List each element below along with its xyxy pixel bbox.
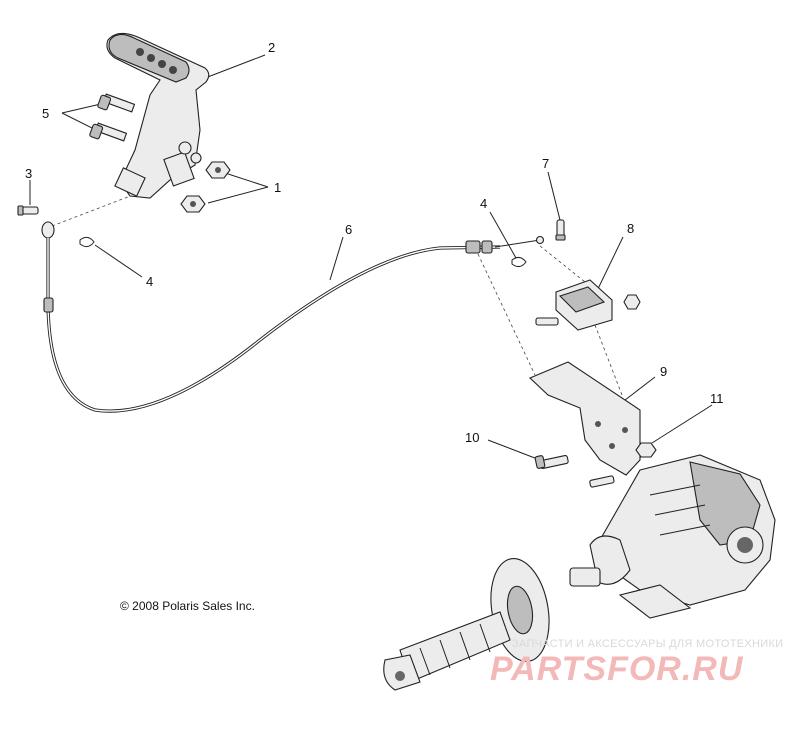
gearcase <box>569 454 776 619</box>
callout-5: 5 <box>42 106 49 121</box>
callout-4-left: 4 <box>146 274 153 289</box>
bolt-5-upper <box>97 93 136 113</box>
callout-labels: 1 2 3 4 4 5 6 7 8 9 10 11 <box>25 40 724 445</box>
brake-cable-6 <box>41 221 545 413</box>
bracket-9 <box>529 361 641 476</box>
alignment-lines <box>51 189 623 396</box>
leader-lines <box>29 54 713 461</box>
watermark-tagline: ЗАПЧАСТИ И АКСЕССУАРЫ ДЛЯ МОТОТЕХНИКИ <box>512 638 783 650</box>
drive-shaft <box>383 611 511 691</box>
watermark-brand: PARTSFOR.RU <box>490 650 744 688</box>
nut-11 <box>635 442 657 458</box>
callout-6: 6 <box>345 222 352 237</box>
clip-4-left <box>79 236 95 248</box>
callout-7: 7 <box>542 156 549 171</box>
grip-ridge-3 <box>158 60 166 68</box>
nut-1-lower <box>180 195 206 213</box>
clip-4-right <box>511 256 527 268</box>
callout-1: 1 <box>274 180 281 195</box>
bolt-10 <box>534 454 615 488</box>
callout-2: 2 <box>268 40 275 55</box>
bolt-5-lower <box>89 122 128 142</box>
watermark: ЗАПЧАСТИ И АКСЕССУАРЫ ДЛЯ МОТОТЕХНИКИ PA… <box>490 638 783 688</box>
callout-11: 11 <box>710 391 724 406</box>
nut-1-upper <box>205 161 231 179</box>
pin-3 <box>17 205 39 216</box>
grip-ridge-2 <box>147 54 155 62</box>
callout-9: 9 <box>660 364 667 379</box>
callout-3: 3 <box>25 166 32 181</box>
caliper-8 <box>535 279 641 331</box>
brake-lever-assembly <box>106 32 210 199</box>
grip-ridge-4 <box>169 66 177 74</box>
pin-7 <box>555 219 566 241</box>
callout-4-right: 4 <box>480 196 487 211</box>
callout-10: 10 <box>465 430 479 445</box>
callout-8: 8 <box>627 221 634 236</box>
copyright-notice: © 2008 Polaris Sales Inc. <box>120 599 255 613</box>
grip-ridge-1 <box>136 48 144 56</box>
